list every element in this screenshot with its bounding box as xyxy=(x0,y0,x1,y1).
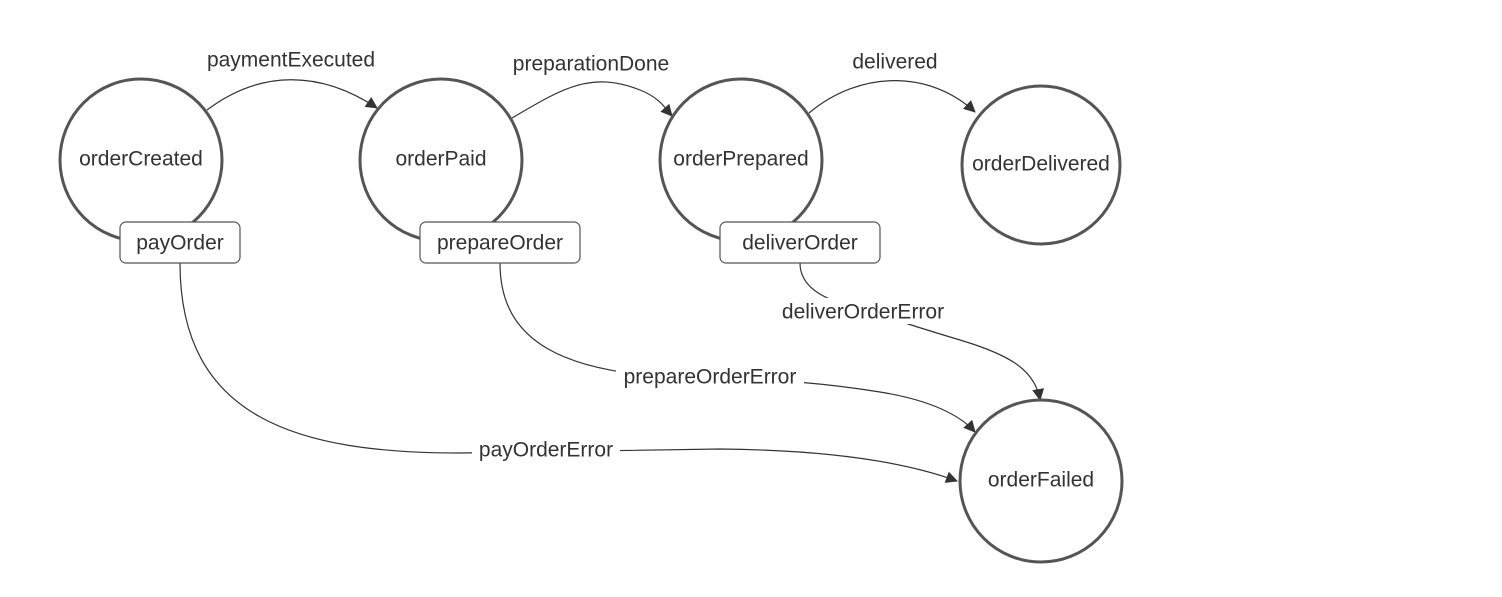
svg-text:orderPaid: orderPaid xyxy=(395,148,486,171)
svg-text:prepareOrderError: prepareOrderError xyxy=(624,366,797,389)
state-order-failed: orderFailed xyxy=(958,398,1124,564)
state-order-paid: orderPaid xyxy=(358,77,524,243)
transition-prepare-order-error-arrow xyxy=(499,262,976,433)
transition-label-deliver-order-error: deliverOrderError xyxy=(774,298,952,324)
svg-text:orderCreated: orderCreated xyxy=(79,148,203,171)
svg-text:prepareOrder: prepareOrder xyxy=(437,232,563,255)
transition-label-delivered: delivered xyxy=(852,51,937,74)
transition-label-prepare-order-error: prepareOrderError xyxy=(616,364,804,390)
action-prepare-order: prepareOrder xyxy=(419,221,581,264)
state-order-created: orderCreated xyxy=(58,77,224,243)
svg-text:deliverOrder: deliverOrder xyxy=(742,232,858,255)
svg-text:paymentExecuted: paymentExecuted xyxy=(207,49,375,72)
state-order-prepared: orderPrepared xyxy=(658,77,824,243)
transition-delivered-arrow xyxy=(808,80,976,114)
action-deliver-order: deliverOrder xyxy=(719,221,881,264)
transition-preparation-done-arrow xyxy=(511,81,673,119)
svg-text:payOrderError: payOrderError xyxy=(479,439,613,462)
svg-text:preparationDone: preparationDone xyxy=(513,53,669,76)
action-pay-order: payOrder xyxy=(119,221,241,264)
svg-text:delivered: delivered xyxy=(852,51,937,74)
transition-payment-executed-arrow xyxy=(206,79,378,111)
transition-label-preparation-done: preparationDone xyxy=(513,53,669,76)
transition-label-payment-executed: paymentExecuted xyxy=(207,49,375,72)
transition-label-pay-order-error: payOrderError xyxy=(472,437,620,463)
svg-text:deliverOrderError: deliverOrderError xyxy=(782,301,944,324)
svg-text:payOrder: payOrder xyxy=(136,232,224,255)
transition-deliver-order-error-arrow xyxy=(799,262,1045,401)
svg-text:orderFailed: orderFailed xyxy=(988,469,1094,492)
svg-text:orderDelivered: orderDelivered xyxy=(972,153,1110,176)
state-order-delivered: orderDelivered xyxy=(960,84,1122,246)
svg-text:orderPrepared: orderPrepared xyxy=(673,148,808,171)
